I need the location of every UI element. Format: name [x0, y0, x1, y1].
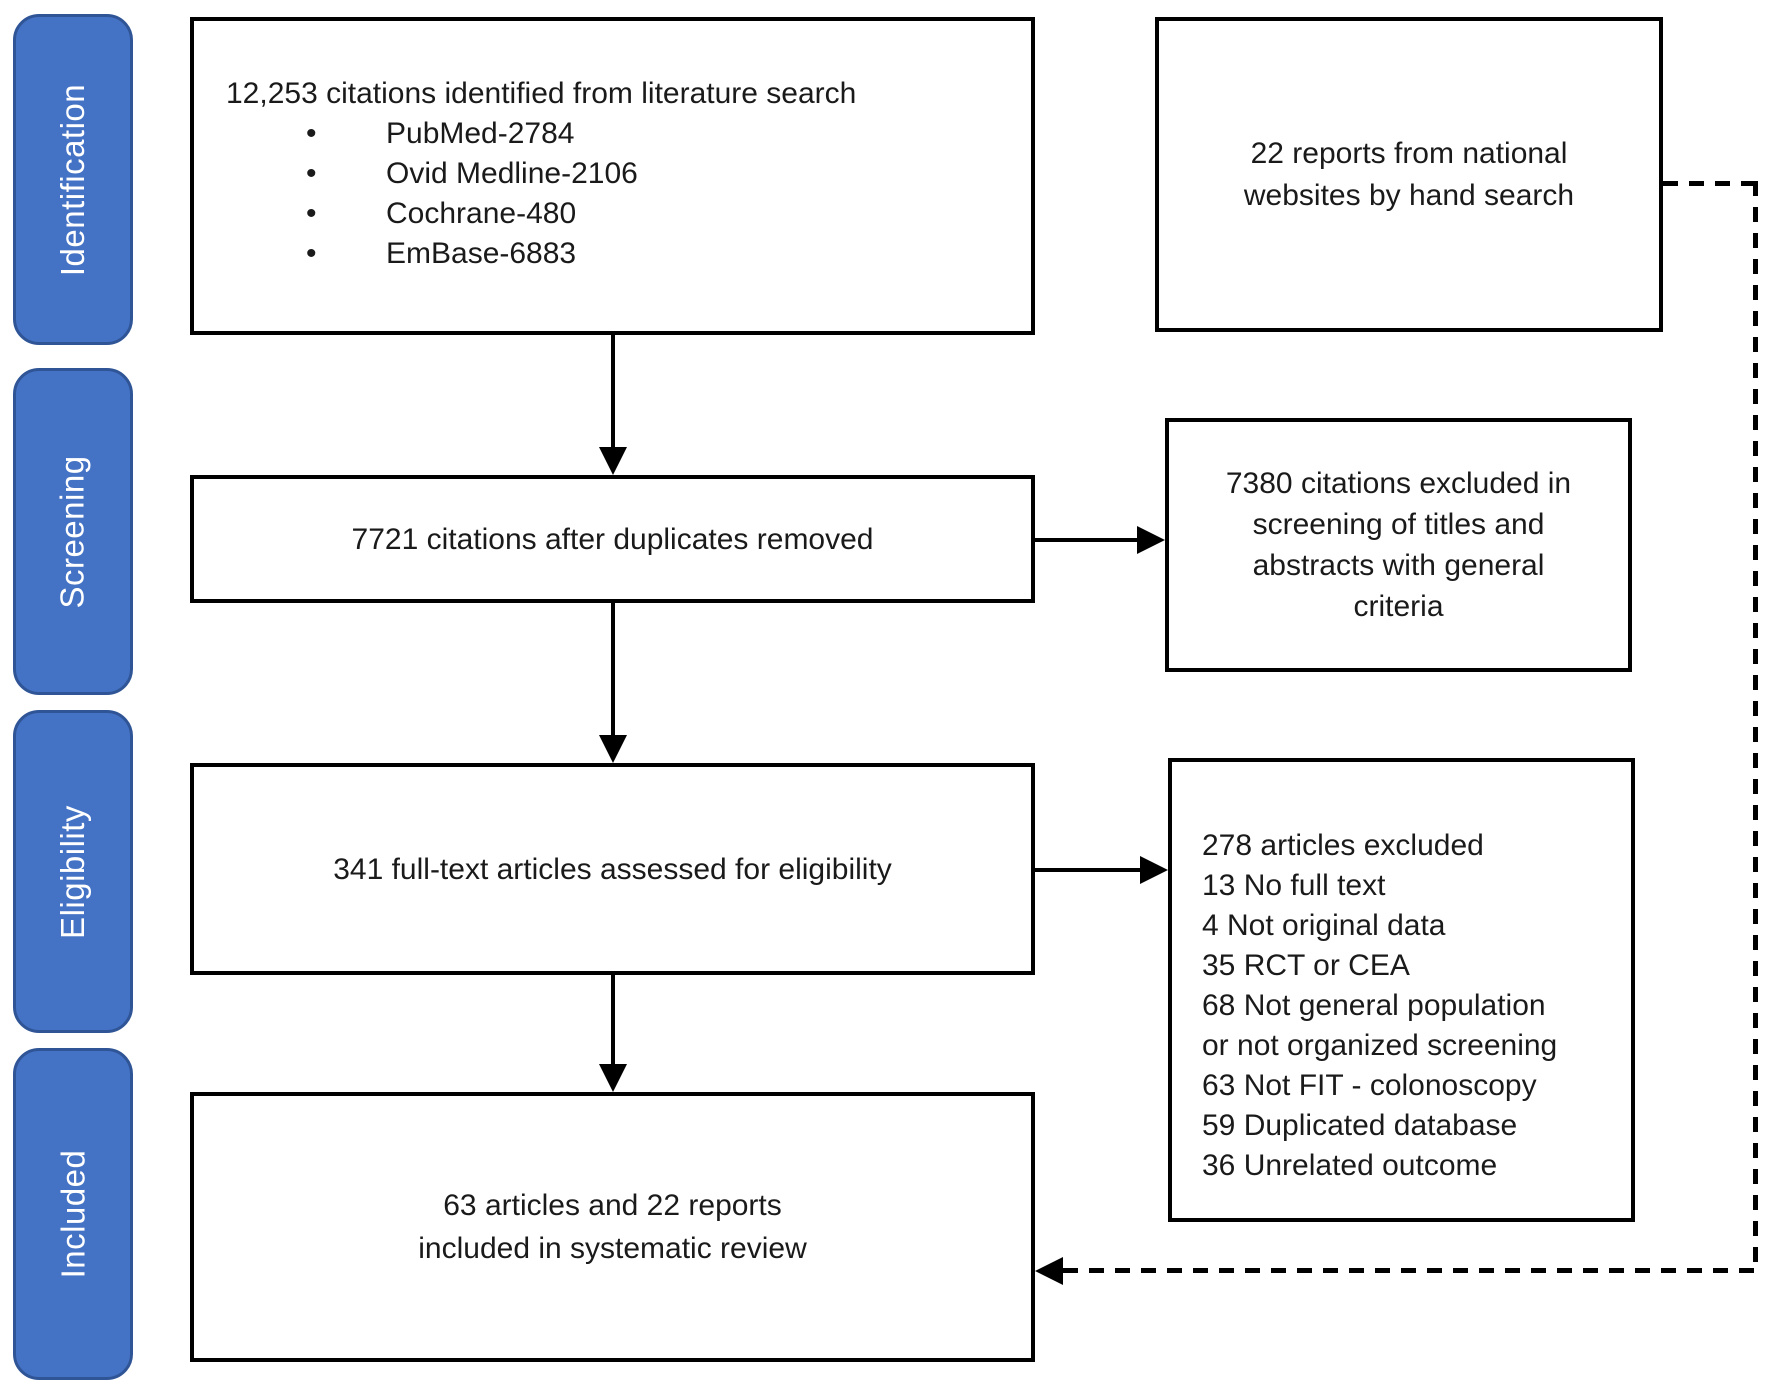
arrow-screening-to-excluded [1035, 538, 1137, 542]
included-box-line: included in systematic review [418, 1232, 807, 1265]
arrow-screening-to-eligibility [611, 603, 615, 735]
fulltext-excluded-line: 13 No full text [1202, 869, 1386, 902]
hand-search-line: 22 reports from national [1250, 136, 1568, 170]
hand-search-box: 22 reports from national websites by han… [1155, 17, 1663, 332]
arrow-eligibility-to-included [611, 975, 615, 1064]
bullet-item: • PubMed-2784 [226, 114, 1015, 154]
fulltext-excluded-line: 63 Not FIT - colonoscopy [1202, 1069, 1537, 1102]
bullet-icon: • [306, 117, 317, 150]
bullet-item-label: PubMed-2784 [386, 117, 575, 150]
hand-search-line: websites by hand search [1243, 178, 1575, 212]
screening-excluded-line: 7380 citations excluded in [1225, 467, 1572, 500]
arrowhead-down-icon [599, 447, 627, 475]
screening-excluded-box: 7380 citations excluded in screening of … [1165, 418, 1632, 672]
arrow-eligibility-to-excluded [1035, 868, 1140, 872]
bullet-icon: • [306, 237, 317, 270]
screening-box: 7721 citations after duplicates removed [190, 475, 1035, 603]
bullet-item: • Cochrane-480 [226, 194, 1015, 234]
included-box-line: 63 articles and 22 reports [443, 1189, 782, 1222]
identification-box: 12,253 citations identified from literat… [190, 17, 1035, 335]
bullet-icon: • [306, 157, 317, 190]
stage-screening-label: Screening [54, 454, 92, 609]
screening-box-text: 7721 citations after duplicates removed [351, 522, 874, 556]
fulltext-excluded-line: 59 Duplicated database [1202, 1109, 1518, 1142]
eligibility-box-text: 341 full-text articles assessed for elig… [333, 852, 892, 886]
fulltext-excluded-box: 278 articles excluded 13 No full text 4 … [1168, 758, 1635, 1222]
arrowhead-down-icon [599, 1064, 627, 1092]
stage-screening: Screening [13, 368, 133, 695]
screening-excluded-line: abstracts with general [1252, 549, 1545, 582]
stage-eligibility: Eligibility [13, 710, 133, 1033]
fulltext-excluded-line: 4 Not original data [1202, 909, 1446, 942]
stage-eligibility-label: Eligibility [54, 804, 91, 939]
bullet-item-label: Cochrane-480 [386, 197, 577, 230]
stage-identification-label: Identification [54, 83, 92, 276]
bullet-item-label: EmBase-6883 [386, 237, 577, 270]
bullet-item: • EmBase-6883 [226, 234, 1015, 274]
fulltext-excluded-line: 35 RCT or CEA [1202, 949, 1410, 982]
dashed-connector-bottom-segment [1063, 1268, 1755, 1273]
arrowhead-left-icon [1035, 1257, 1063, 1285]
fulltext-excluded-line: 36 Unrelated outcome [1202, 1149, 1498, 1182]
stage-included-label: Included [54, 1149, 92, 1279]
arrowhead-right-icon [1137, 526, 1165, 554]
fulltext-excluded-line: 68 Not general population [1202, 989, 1546, 1022]
dashed-connector-top-segment [1663, 181, 1757, 186]
included-box: 63 articles and 22 reports included in s… [190, 1092, 1035, 1362]
arrowhead-down-icon [599, 735, 627, 763]
bullet-icon: • [306, 197, 317, 230]
arrowhead-right-icon [1140, 856, 1168, 884]
identification-box-title: 12,253 citations identified from literat… [226, 77, 857, 110]
arrow-identification-to-screening [611, 335, 615, 447]
dashed-connector-vertical-segment [1753, 181, 1758, 1273]
bullet-item: • Ovid Medline-2106 [226, 154, 1015, 194]
fulltext-excluded-line: or not organized screening [1202, 1029, 1558, 1062]
screening-excluded-line: screening of titles and [1252, 508, 1545, 541]
bullet-item-label: Ovid Medline-2106 [386, 157, 638, 190]
eligibility-box: 341 full-text articles assessed for elig… [190, 763, 1035, 975]
stage-included: Included [13, 1048, 133, 1380]
fulltext-excluded-line: 278 articles excluded [1202, 829, 1484, 862]
screening-excluded-line: criteria [1353, 590, 1444, 623]
stage-identification: Identification [13, 14, 133, 345]
